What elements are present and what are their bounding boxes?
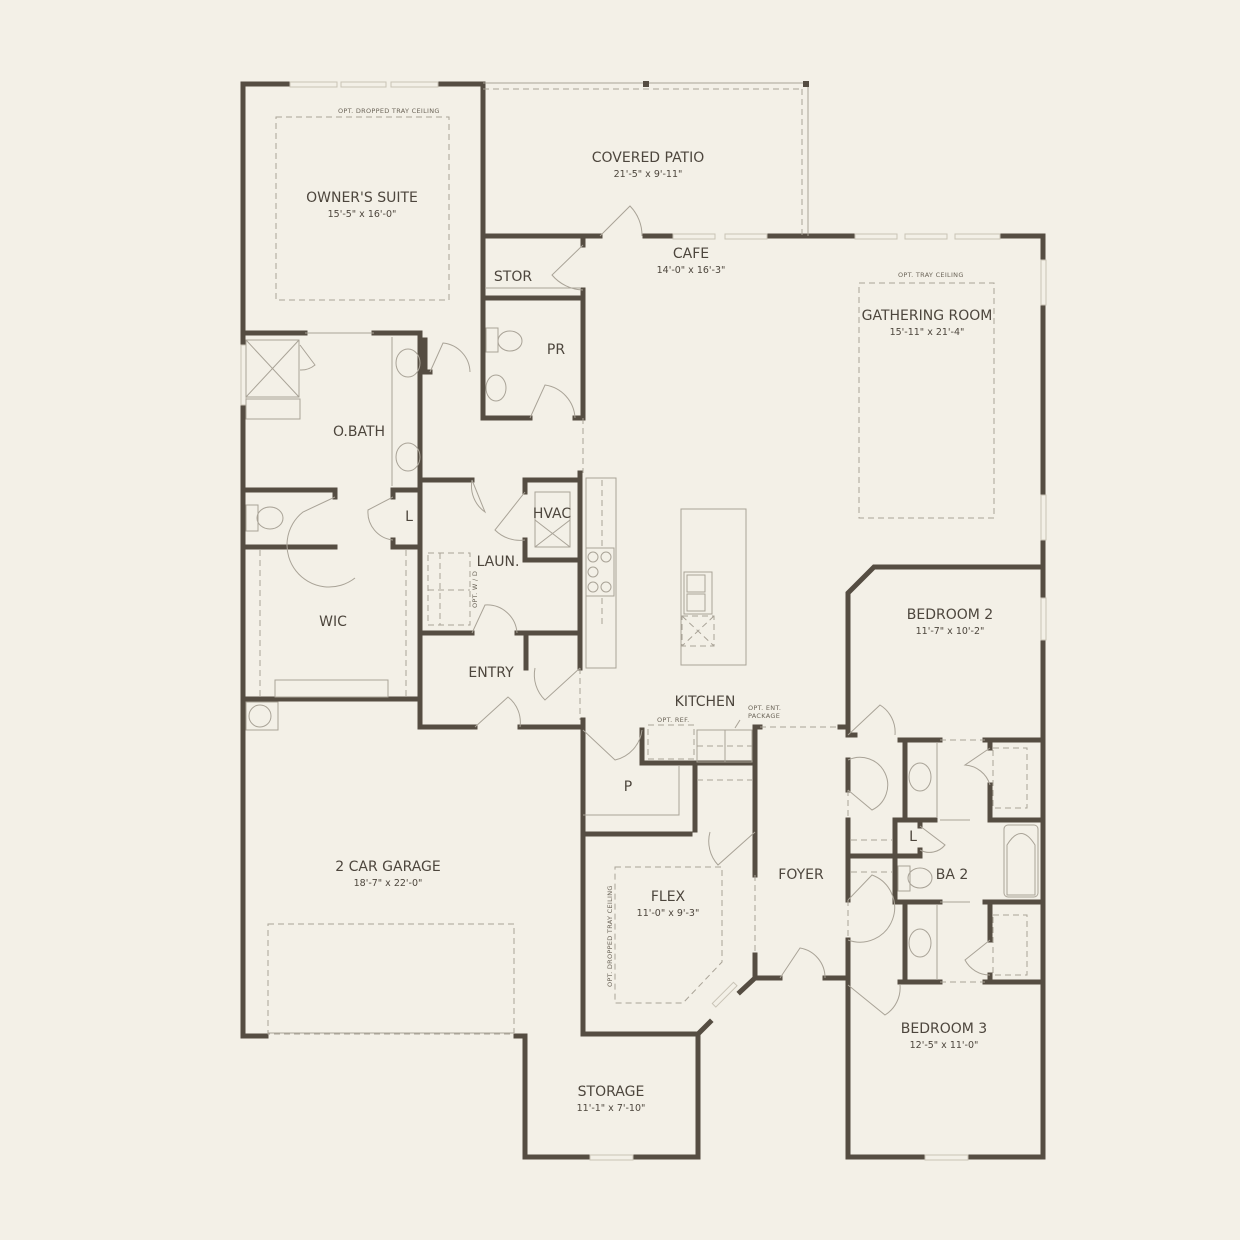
room-name: ENTRY — [468, 665, 514, 681]
walls — [240, 81, 1046, 1160]
room-name: P — [623, 779, 633, 795]
room-bedroom-3: BEDROOM 3 12'-5" x 11'-0" — [901, 1021, 987, 1051]
room-dimensions: 12'-5" x 11'-0" — [909, 1040, 979, 1051]
room-o-bath: O.BATH — [333, 424, 385, 440]
room-bedroom-2: BEDROOM 2 11'-7" x 10'-2" — [907, 607, 993, 637]
room-dimensions: 21'-5" x 9'-11" — [613, 169, 683, 180]
tray-ceilings — [267, 116, 995, 1035]
room-name: LAUN. — [476, 554, 520, 570]
room-garage: 2 CAR GARAGE 18'-7" x 22'-0" — [335, 859, 441, 889]
room-linen-ba2: L — [909, 829, 917, 845]
room-name: L — [909, 829, 917, 845]
room-foyer: FOYER — [778, 867, 823, 883]
room-dimensions: 11'-0" x 9'-3" — [636, 908, 700, 919]
note-opt-ent: OPT. ENT. — [748, 704, 782, 712]
room-name: FOYER — [778, 867, 824, 883]
room-wic: WIC — [319, 614, 347, 630]
room-name: GATHERING ROOM — [861, 308, 993, 324]
note-flex-tray-ceiling: OPT. DROPPED TRAY CEILING — [606, 885, 614, 987]
room-owners-suite: OWNER'S SUITE 15'-5" x 16'-0" — [306, 190, 418, 220]
windows — [240, 81, 1047, 1161]
room-name: STOR — [493, 269, 533, 285]
room-name: COVERED PATIO — [591, 150, 705, 166]
room-name: BA 2 — [935, 867, 969, 883]
room-ba-2: BA 2 — [936, 867, 969, 883]
room-dimensions: 14'-0" x 16'-3" — [656, 265, 726, 276]
room-name: PR — [546, 342, 566, 358]
room-entry: ENTRY — [468, 665, 513, 681]
room-stor: STOR — [494, 269, 532, 285]
fixtures — [245, 287, 1039, 983]
room-name: KITCHEN — [674, 694, 736, 710]
room-dimensions: 11'-1" x 7'-10" — [576, 1103, 646, 1114]
room-name: BEDROOM 3 — [900, 1021, 988, 1037]
room-name: CAFE — [672, 246, 710, 262]
room-dimensions: 18'-7" x 22'-0" — [353, 878, 423, 889]
room-gathering-room: GATHERING ROOM 15'-11" x 21'-4" — [862, 308, 993, 338]
note-package: PACKAGE — [748, 712, 781, 720]
room-name: 2 CAR GARAGE — [335, 859, 441, 875]
room-dimensions: 15'-5" x 16'-0" — [327, 209, 397, 220]
room-kitchen: KITCHEN — [675, 694, 736, 710]
room-dimensions: 15'-11" x 21'-4" — [889, 327, 965, 338]
room-linen-owner: L — [405, 509, 413, 525]
room-name: L — [405, 509, 413, 525]
room-name: O.BATH — [332, 424, 386, 440]
room-covered-patio: COVERED PATIO 21'-5" x 9'-11" — [592, 150, 705, 180]
room-cafe: CAFE 14'-0" x 16'-3" — [657, 246, 726, 276]
room-name: BEDROOM 2 — [906, 607, 994, 623]
room-laundry: LAUN. — [477, 554, 520, 570]
patio-outline — [483, 81, 809, 236]
room-storage: STORAGE 11'-1" x 7'-10" — [577, 1084, 646, 1114]
room-name: OWNER'S SUITE — [306, 190, 418, 206]
room-pantry: P — [624, 779, 632, 795]
room-name: HVAC — [532, 506, 572, 522]
note-gathering-tray-ceiling: OPT. TRAY CEILING — [898, 271, 964, 279]
room-hvac: HVAC — [533, 506, 571, 522]
note-opt-wd: OPT. W / D — [471, 570, 479, 608]
room-pr: PR — [547, 342, 565, 358]
room-dimensions: 11'-7" x 10'-2" — [915, 626, 985, 637]
room-name: WIC — [319, 614, 347, 630]
room-name: FLEX — [650, 889, 686, 905]
room-flex: FLEX 11'-0" x 9'-3" — [637, 889, 700, 919]
note-owners-tray-ceiling: OPT. DROPPED TRAY CEILING — [338, 107, 440, 115]
doors — [286, 205, 991, 1016]
note-opt-ref: OPT. REF. — [657, 716, 690, 724]
room-name: STORAGE — [577, 1084, 645, 1100]
